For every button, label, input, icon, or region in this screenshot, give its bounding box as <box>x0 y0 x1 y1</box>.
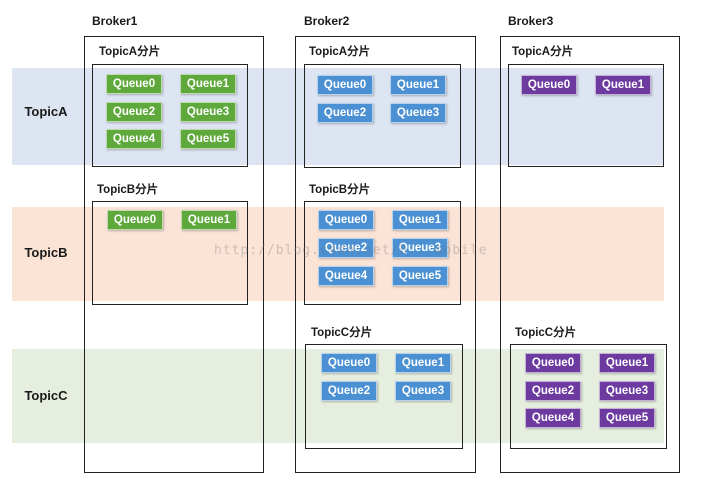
queue-box: Queue2 <box>317 103 373 123</box>
queue-box: Queue3 <box>392 238 448 258</box>
broker2-topicb-title: TopicB分片 <box>309 184 371 196</box>
broker3-topicc-group <box>510 344 667 449</box>
broker3-topicc-title: TopicC分片 <box>515 327 577 339</box>
broker2-topicc-title: TopicC分片 <box>311 327 373 339</box>
queue-box: Queue1 <box>395 353 451 373</box>
broker2-title: Broker2 <box>304 14 350 28</box>
queue-box: Queue5 <box>392 266 448 286</box>
broker2-topicc-group <box>305 344 463 449</box>
topicc-label: TopicC <box>24 388 68 403</box>
queue-box: Queue2 <box>106 102 162 122</box>
broker1-topica-title: TopicA分片 <box>99 46 161 58</box>
queue-box: Queue1 <box>392 210 448 230</box>
queue-box: Queue1 <box>180 74 236 94</box>
queue-box: Queue1 <box>390 75 446 95</box>
broker1-topica-group <box>92 64 248 167</box>
queue-box: Queue0 <box>321 353 377 373</box>
topicb-label: TopicB <box>24 245 68 260</box>
queue-box: Queue4 <box>318 266 374 286</box>
watermark-text: http://blog.csdn.net/b...mobile <box>214 243 488 258</box>
broker1-topicb-title: TopicB分片 <box>97 184 159 196</box>
queue-box: Queue4 <box>525 408 581 428</box>
queue-box: Queue3 <box>180 102 236 122</box>
queue-box: Queue1 <box>181 210 237 230</box>
queue-box: Queue2 <box>321 381 377 401</box>
broker2-box <box>295 36 476 473</box>
broker3-box <box>500 36 680 473</box>
queue-box: Queue5 <box>599 408 655 428</box>
broker2-topicb-group <box>304 201 461 305</box>
queue-box: Queue1 <box>599 353 655 373</box>
queue-box: Queue5 <box>180 129 236 149</box>
queue-box: Queue3 <box>390 103 446 123</box>
queue-box: Queue0 <box>107 210 163 230</box>
queue-box: Queue0 <box>317 75 373 95</box>
queue-box: Queue1 <box>595 75 651 95</box>
queue-box: Queue3 <box>599 381 655 401</box>
queue-box: Queue2 <box>525 381 581 401</box>
broker2-topica-title: TopicA分片 <box>309 46 371 58</box>
broker3-title: Broker3 <box>508 14 554 28</box>
broker3-topica-group <box>508 64 664 167</box>
queue-box: Queue2 <box>318 238 374 258</box>
broker1-title: Broker1 <box>92 14 138 28</box>
queue-box: Queue0 <box>318 210 374 230</box>
queue-box: Queue0 <box>525 353 581 373</box>
broker1-topicb-group <box>92 201 248 305</box>
queue-box: Queue0 <box>106 74 162 94</box>
broker2-topica-group <box>304 64 461 168</box>
topica-label: TopicA <box>24 104 68 119</box>
broker3-topica-title: TopicA分片 <box>512 46 574 58</box>
queue-box: Queue4 <box>106 129 162 149</box>
broker1-box <box>84 36 264 473</box>
queue-box: Queue0 <box>521 75 577 95</box>
queue-box: Queue3 <box>395 381 451 401</box>
